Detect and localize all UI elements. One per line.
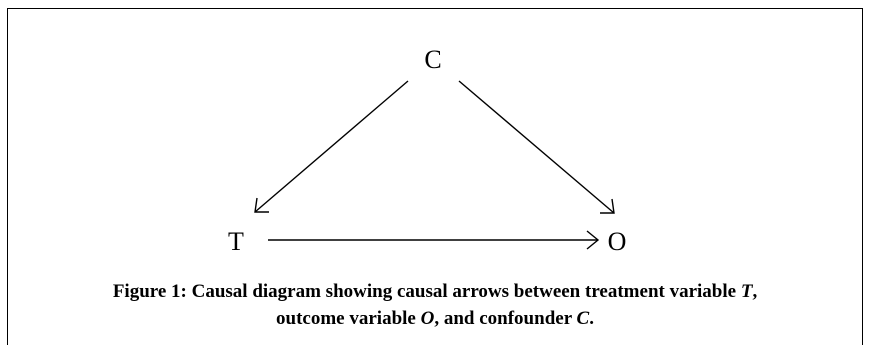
caption-line-2: outcome variable O, and confounder C.	[7, 305, 863, 332]
caption-var-o: O	[420, 308, 435, 329]
figure-caption: Figure 1: Causal diagram showing causal …	[7, 278, 863, 332]
caption-var-t: T	[740, 281, 753, 302]
node-t: T	[228, 227, 244, 256]
caption-text: , and confounder	[434, 308, 577, 329]
edge-t-to-o	[268, 230, 600, 250]
node-o: O	[608, 227, 627, 256]
caption-text: Figure 1: Causal diagram showing causal …	[112, 281, 741, 302]
edge-c-to-t	[254, 80, 409, 213]
caption-text: ,	[752, 281, 758, 302]
caption-var-c: C	[576, 308, 590, 329]
figure-frame	[7, 8, 863, 345]
edge-c-to-o	[458, 80, 615, 214]
caption-line-1: Figure 1: Causal diagram showing causal …	[7, 278, 863, 305]
caption-text: .	[589, 308, 594, 329]
caption-text: outcome variable	[276, 308, 421, 329]
node-c: C	[424, 45, 441, 74]
